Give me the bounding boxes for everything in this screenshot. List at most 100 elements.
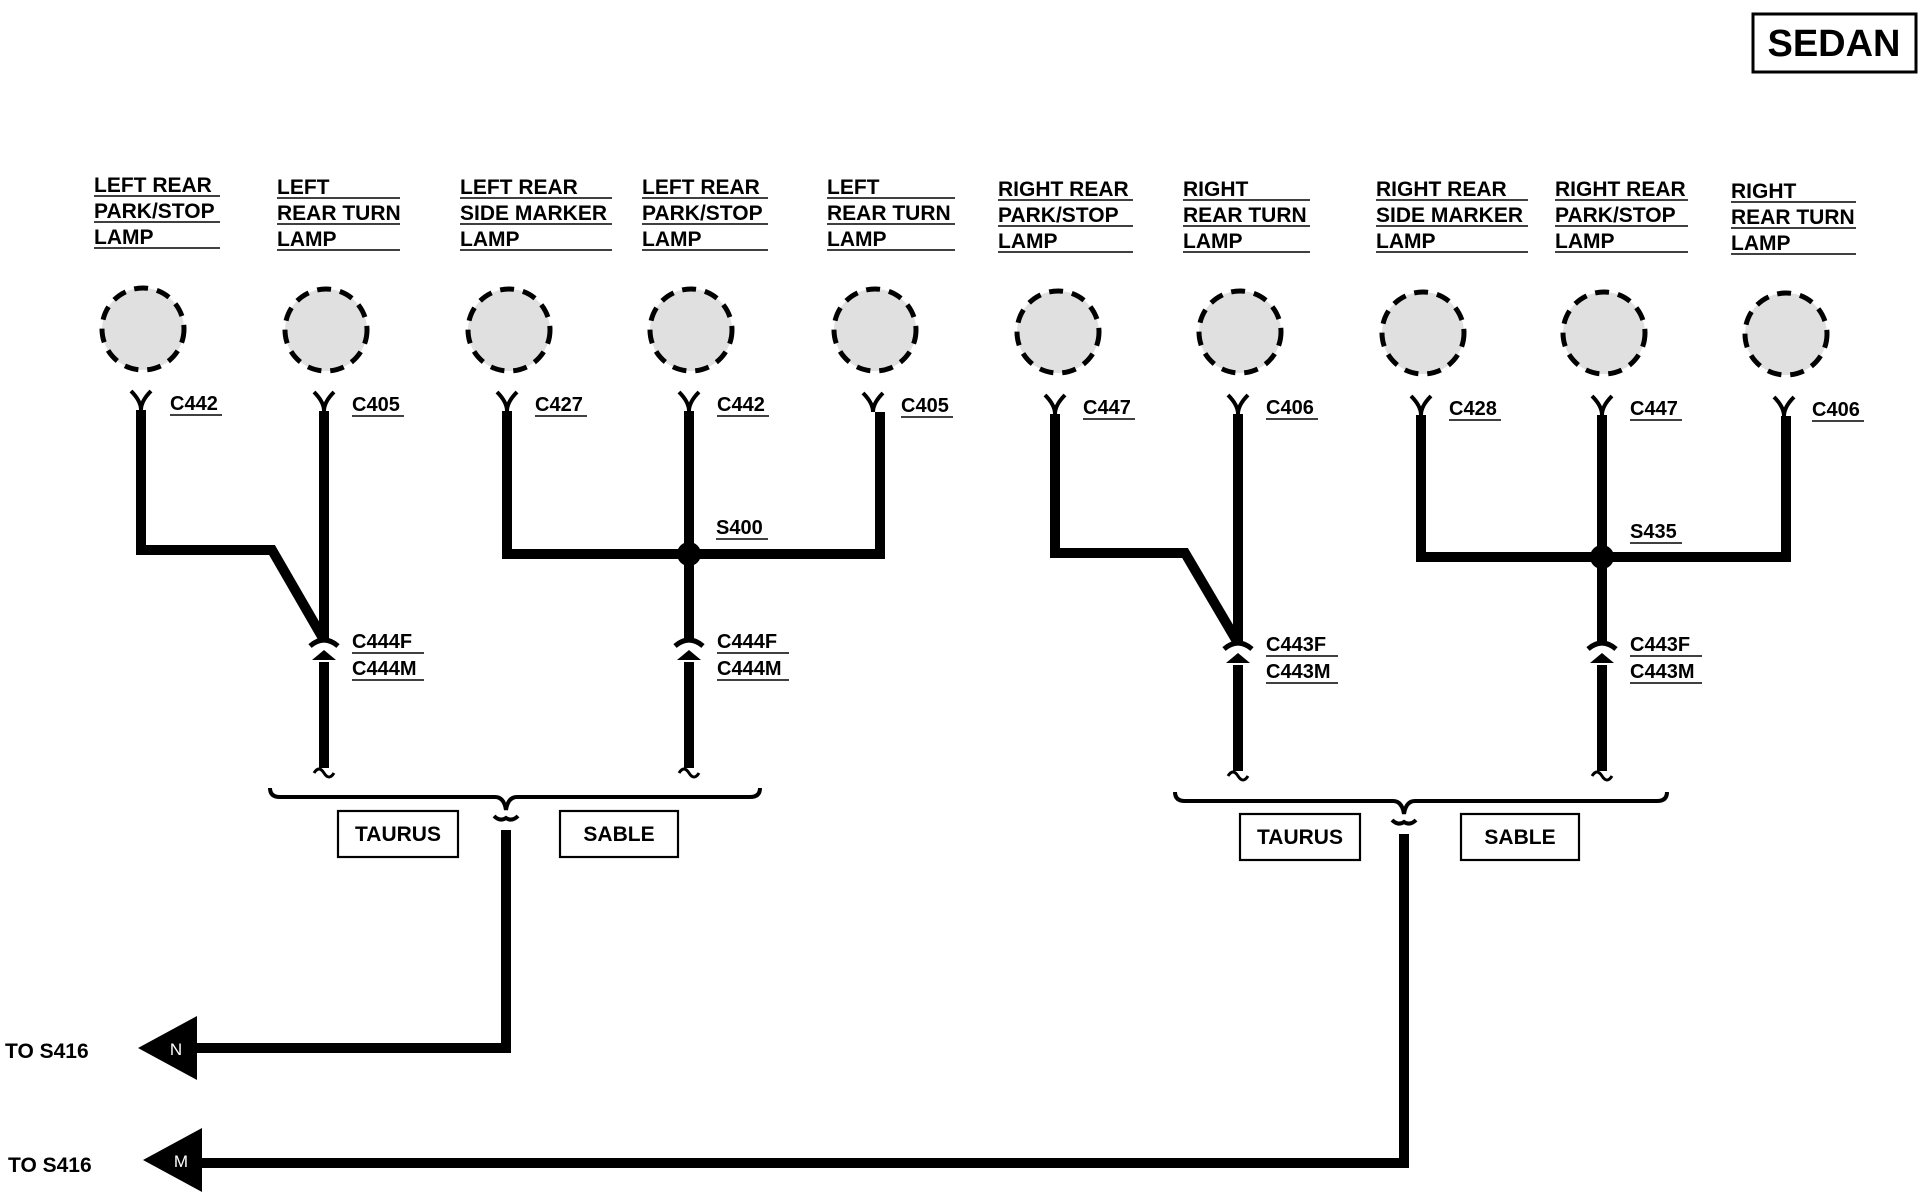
lamp-connector-label: C442 [717, 394, 765, 416]
lamp-label-line: RIGHT REAR [1555, 178, 1686, 201]
connector-male-icon [677, 650, 701, 660]
sable-box [558, 809, 680, 859]
lamp-connector-label: C406 [1812, 399, 1860, 421]
lamp-connector-label: C442 [170, 393, 218, 415]
lamp-label-line: SIDE MARKER [1376, 204, 1523, 227]
inline-connector-label: C444F [717, 631, 777, 653]
output-label: TO S416 [5, 1040, 89, 1063]
lamp-bulb-icon [1379, 289, 1467, 377]
lamp-left-rear-park-stop-1: LEFT REAR PARK/STOP LAMP C442 [94, 174, 222, 416]
lamp-label-line: PARK/STOP [642, 202, 763, 225]
lamp-label-line: LAMP [1376, 230, 1436, 253]
connector-y-icon [1226, 393, 1250, 415]
lamp-label-line: LAMP [1731, 232, 1791, 255]
inline-connector-label: C443F [1266, 634, 1326, 656]
inline-connector-c443-1: C443F C443M [1222, 634, 1338, 684]
arrow-left-icon [143, 1128, 202, 1192]
connector-y-icon [1043, 393, 1067, 415]
lamp-bulb-icon [1742, 290, 1830, 378]
inline-connector-label: C444F [352, 631, 412, 653]
lamp-label-line: PARK/STOP [94, 200, 215, 223]
wire-c447-to-c443 [1050, 414, 1243, 646]
connector-male-icon [1226, 653, 1250, 663]
lamp-label-line: LEFT [277, 176, 330, 199]
lamp-bulb-icon [1560, 289, 1648, 377]
lamp-connector-label: C427 [535, 394, 583, 416]
lamp-label-line: LEFT REAR [642, 176, 760, 199]
sable-box [1459, 812, 1581, 862]
lamp-bulb-icon [1014, 288, 1102, 376]
splice-dot-icon [677, 542, 701, 566]
connector-y-icon [129, 389, 153, 411]
connector-male-icon [312, 650, 336, 660]
lamp-label-line: RIGHT [1731, 180, 1797, 203]
connector-y-icon [1772, 395, 1796, 417]
lamp-label-line: RIGHT REAR [1376, 178, 1507, 201]
inline-connector-c444-2: C444F C444M [673, 631, 789, 681]
taurus-box [336, 809, 460, 859]
output-label: TO S416 [8, 1154, 92, 1177]
connector-female-icon [308, 637, 340, 648]
inline-connector-label: C443M [1266, 661, 1330, 683]
brace-icon [268, 787, 762, 811]
lamp-right-rear-side-marker: RIGHT REAR SIDE MARKER LAMP C428 [1376, 178, 1528, 421]
connector-y-icon [492, 814, 520, 822]
lamp-right-rear-turn-2: RIGHT REAR TURN LAMP C406 [1731, 180, 1864, 422]
lamp-connector-label: C428 [1449, 398, 1497, 420]
lamp-label-line: LEFT [827, 176, 880, 199]
splice-dot-icon [1590, 545, 1614, 569]
splice-s435: S435 [1590, 521, 1682, 569]
taurus-box [1238, 812, 1362, 862]
output-letter: N [170, 1040, 182, 1059]
connector-y-icon [677, 390, 701, 412]
lamp-bulb-icon [831, 286, 919, 374]
lamp-label-line: LAMP [827, 228, 887, 251]
connector-female-icon [673, 637, 705, 648]
splice-s400: S400 [677, 517, 768, 566]
lamp-label-line: REAR TURN [1731, 206, 1855, 229]
wire-c442-to-c444 [136, 410, 329, 643]
lamp-bulb-icon [647, 286, 735, 374]
lamp-connector-label: C447 [1083, 397, 1131, 419]
lamp-label-line: LAMP [1183, 230, 1243, 253]
lamp-connector-label: C405 [901, 395, 949, 417]
connector-y-icon [861, 391, 885, 413]
connector-female-icon [1586, 640, 1618, 651]
lamp-right-rear-park-stop-2: RIGHT REAR PARK/STOP LAMP C447 [1555, 178, 1688, 421]
connector-male-icon [1590, 653, 1614, 663]
sedan-badge-text: SEDAN [1767, 23, 1900, 65]
inline-connector-c444-1: C444F C444M [308, 631, 424, 681]
connector-y-icon [1390, 818, 1418, 826]
lamp-bulb-icon [282, 286, 370, 374]
lamp-label-line: REAR TURN [277, 202, 401, 225]
lamp-label-line: LEFT REAR [460, 176, 578, 199]
inline-connector-label: C443M [1630, 661, 1694, 683]
lamp-left-rear-park-stop-2: LEFT REAR PARK/STOP LAMP C442 [642, 176, 769, 417]
lamp-label-line: REAR TURN [1183, 204, 1307, 227]
lamp-left-rear-side-marker: LEFT REAR SIDE MARKER LAMP C427 [460, 176, 612, 417]
sable-label: SABLE [1484, 826, 1555, 849]
output-letter: M [174, 1152, 188, 1171]
lamp-bulb-icon [99, 285, 187, 373]
inline-connector-label: C444M [352, 658, 416, 680]
lamp-right-rear-park-stop-1: RIGHT REAR PARK/STOP LAMP C447 [998, 178, 1135, 420]
wire-end-ticks [312, 767, 1614, 782]
taurus-label: TAURUS [355, 823, 441, 846]
connector-y-icon [1590, 394, 1614, 416]
lamp-left-rear-turn-1: LEFT REAR TURN LAMP C405 [277, 176, 404, 417]
output-to-s416-n: TO S416 N [5, 1016, 197, 1080]
brace-icon [1173, 791, 1669, 815]
lamp-label-line: LAMP [1555, 230, 1615, 253]
lamp-connector-label: C405 [352, 394, 400, 416]
lamp-label-line: PARK/STOP [1555, 204, 1676, 227]
inline-connector-label: C444M [717, 658, 781, 680]
splice-label: S400 [716, 517, 763, 539]
lamp-bulb-icon [1196, 288, 1284, 376]
lamp-label-line: LAMP [277, 228, 337, 251]
lamp-connector-label: C406 [1266, 397, 1314, 419]
wires [136, 410, 1791, 1168]
variant-brace-right: TAURUS SABLE [1173, 791, 1669, 862]
arrow-left-icon [138, 1016, 197, 1080]
lamp-label-line: SIDE MARKER [460, 202, 607, 225]
connector-y-icon [1409, 394, 1433, 416]
